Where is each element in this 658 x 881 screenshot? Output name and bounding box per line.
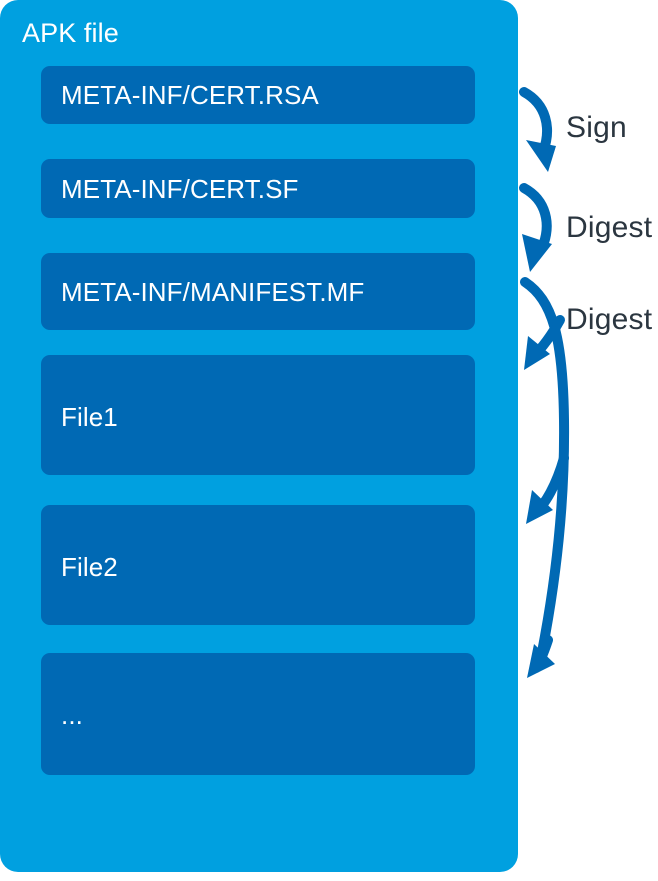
sign-arrow [519,87,556,172]
arrow-label-digest-1: Digest [566,211,653,244]
entry-box-file2: File2 [41,505,475,625]
entry-box-cert-sf: META-INF/CERT.SF [41,159,475,218]
digest-arrow-1 [519,183,552,272]
entry-label-cert-rsa: META-INF/CERT.RSA [61,80,319,110]
entry-box-cert-rsa: META-INF/CERT.RSA [41,66,475,124]
entry-box-file1: File1 [41,355,475,475]
entry-label-cert-sf: META-INF/CERT.SF [61,173,299,204]
apk-file-container: APK file META-INF/CERT.RSA META-INF/CERT… [0,0,518,872]
entry-label-file2: File2 [61,552,118,582]
arrow-label-sign: Sign [566,111,627,144]
entry-box-ellipsis: ... [41,653,475,775]
entry-label-ellipsis: ... [61,700,83,730]
entry-label-manifest-mf: META-INF/MANIFEST.MF [61,276,365,307]
digest-arrow-2 [520,277,570,678]
entry-label-file1: File1 [61,402,118,432]
arrow-label-digest-2: Digest [566,303,653,336]
digest-2-arrowhead-file2 [526,490,553,524]
digest-2-arrowhead-ellipsis [527,644,555,678]
sign-arrowhead [526,140,556,172]
digest-1-arrowhead [522,234,552,272]
digest-2-arrowhead-file1 [524,336,550,370]
entry-box-manifest-mf: META-INF/MANIFEST.MF [41,253,475,330]
apk-file-title: APK file [22,18,119,48]
